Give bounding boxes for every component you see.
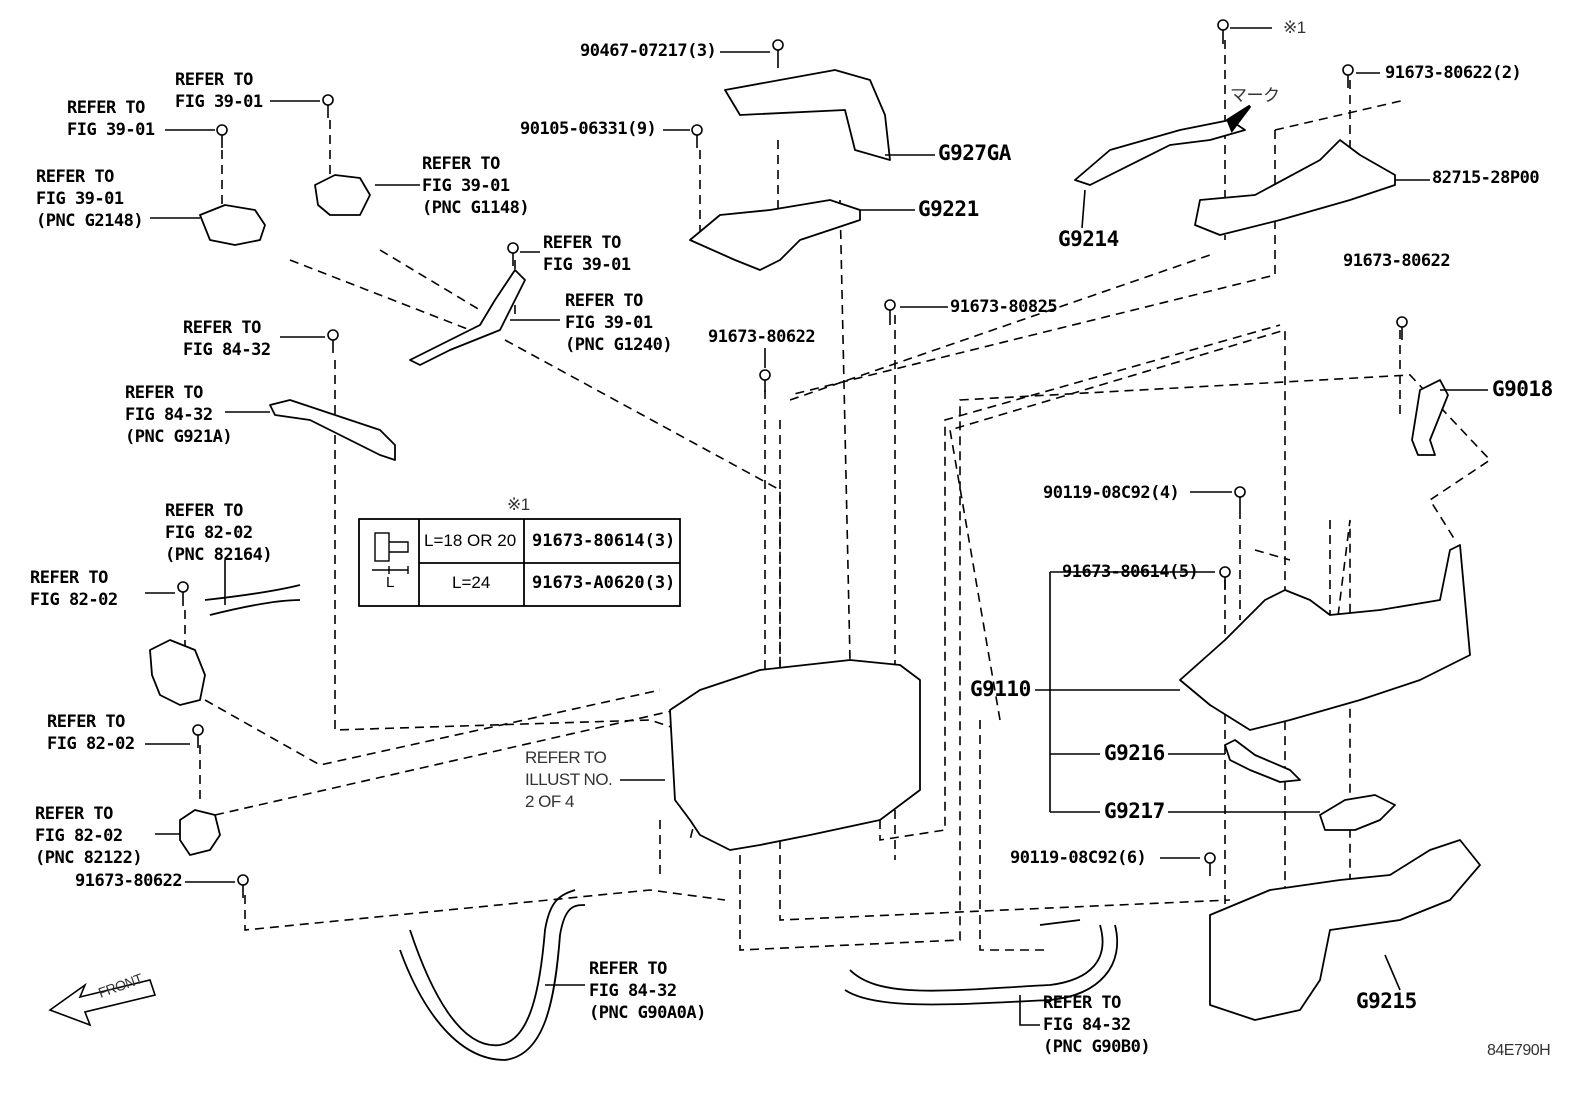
part-label-91673-80622-left: 91673-80622: [75, 871, 183, 891]
part-label-g927ga: G927GA: [938, 141, 1011, 165]
sensor-82122: [179, 809, 221, 856]
part-label-91673-80622-2: 91673-80622(2): [1385, 63, 1522, 83]
g9214-bracket: [1074, 119, 1246, 186]
bracket-g1240: [409, 269, 526, 366]
g9217-bracket: [1319, 794, 1396, 831]
g9221-bracket: [689, 199, 861, 271]
part-label-g9217: G9217: [1104, 799, 1165, 823]
part-label-90105: 90105-06331(9): [520, 119, 657, 139]
part-label-91673-80622-right: 91673-80622: [1343, 251, 1451, 271]
part-label-g9214: G9214: [1058, 227, 1119, 251]
diagram-id: 84E790H: [1487, 1042, 1551, 1059]
part-label-91673-80622-mid: 91673-80622: [708, 327, 816, 347]
front-arrow-icon: [48, 979, 157, 1027]
part-label-90119-4: 90119-08C92(4): [1043, 483, 1180, 503]
g9216-bracket: [1224, 739, 1301, 783]
marker-label-jp: マーク: [1230, 86, 1280, 105]
leader-solid-lines: [145, 27, 1488, 1026]
bolt-table-dim-label: L: [386, 574, 395, 591]
mount-g1148: [314, 174, 371, 216]
bolt-table-frame: [358, 518, 681, 607]
bolt-table-icon: [372, 532, 409, 574]
part-label-g9018: G9018: [1492, 377, 1553, 401]
g9215-support: [1209, 839, 1481, 1021]
part-label-90467: 90467-07217(3): [580, 41, 717, 61]
hoses: [204, 584, 1119, 1061]
note-mark-top: ※1: [1283, 18, 1306, 37]
component-shapes: [149, 69, 1481, 1021]
bracket-g921a: [269, 399, 396, 461]
bolt-table-part-1: 91673-80614(3): [532, 531, 676, 551]
g9110-tray: [1179, 544, 1471, 731]
bolt-table-length-1: L=18 OR 20: [424, 531, 517, 550]
sensor-82164: [149, 639, 206, 706]
g927ga-cover: [724, 69, 891, 161]
part-label-91673-80825: 91673-80825: [950, 297, 1058, 317]
inverter-assembly: [669, 659, 921, 851]
bolt-table-part-2: 91673-A0620(3): [532, 573, 676, 593]
part-label-90119-6: 90119-08C92(6): [1010, 848, 1147, 868]
bolt-table-length-2: L=24: [452, 573, 491, 592]
bracket-82715: [1194, 139, 1396, 236]
part-label-g9221: G9221: [918, 197, 979, 221]
bolts: [177, 19, 1408, 898]
g9018-bracket: [1411, 379, 1449, 456]
part-label-g9215: G9215: [1356, 989, 1417, 1013]
bolt-table-note: ※1: [507, 495, 530, 514]
part-label-82715: 82715-28P00: [1432, 168, 1540, 188]
mount-g2148: [199, 204, 266, 246]
part-label-91673-80614-5: 91673-80614(5): [1062, 562, 1199, 582]
part-label-g9216: G9216: [1104, 741, 1165, 765]
part-label-g9110: G9110: [970, 677, 1031, 701]
